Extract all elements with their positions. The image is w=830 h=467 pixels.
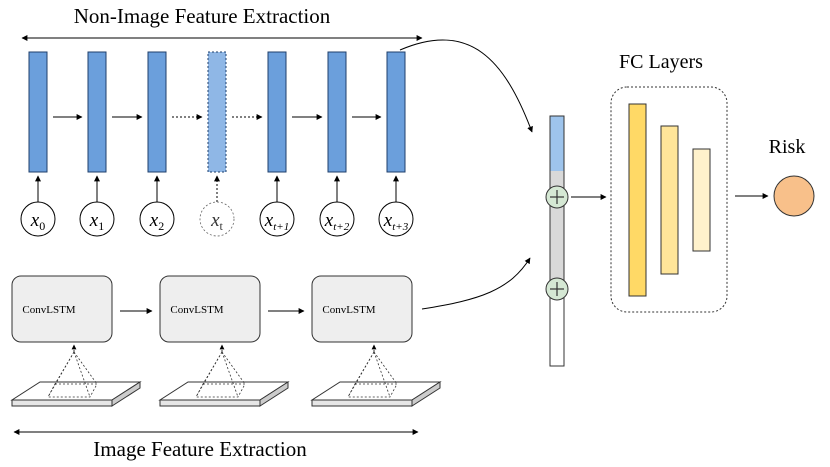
rnn-cell [28, 51, 48, 173]
risk-label: Risk [769, 136, 806, 158]
non-image-title: Non-Image Feature Extraction [74, 4, 331, 28]
input-node [259, 201, 295, 237]
rnn-cell [87, 51, 107, 173]
input-node [79, 201, 115, 237]
receptive-field [47, 383, 98, 398]
receptive-field-ray [221, 351, 246, 385]
input-node [139, 201, 175, 237]
fc-layers-label: FC Layers [619, 51, 703, 73]
fc-layer-2 [660, 125, 679, 275]
fc-layer-3 [692, 148, 711, 252]
input-node [20, 201, 56, 237]
receptive-field-ray [373, 351, 398, 385]
receptive-field [347, 383, 398, 398]
plus-node-bottom [545, 277, 569, 301]
rnn-cell [267, 51, 287, 173]
image-title: Image Feature Extraction [93, 437, 307, 461]
input-node [199, 201, 235, 237]
input-image-slab-side [411, 381, 441, 407]
convlstm-block [311, 275, 413, 343]
receptive-field-ray [73, 351, 98, 385]
plus-node-top [545, 185, 569, 209]
fc-layer-1 [628, 103, 647, 297]
convlstm-label: ConvLSTM [322, 304, 375, 316]
receptive-field [195, 383, 246, 398]
rnn-cell [327, 51, 347, 173]
convlstm-block [159, 275, 261, 343]
concat-vector [549, 115, 565, 367]
convlstm-label: ConvLSTM [170, 304, 223, 316]
input-node [378, 201, 414, 237]
input-image-slab-side [259, 381, 289, 407]
receptive-field-ray [47, 351, 75, 398]
rnn-cells [28, 51, 406, 173]
receptive-field-ray [347, 351, 375, 398]
convlstm-block [11, 275, 113, 343]
input-image-slab-edge [11, 399, 113, 407]
fc-layers-box [610, 86, 728, 313]
non-image-to-concat-arrow [399, 39, 533, 133]
input-node [319, 201, 355, 237]
risk-output-node [773, 175, 815, 217]
input-image-slab-edge [159, 399, 261, 407]
rnn-cell [207, 51, 227, 173]
convlstm-blocks: ConvLSTM ConvLSTM ConvLSTM [10, 275, 442, 407]
input-image-slab-side [111, 381, 141, 407]
rnn-cell [386, 51, 406, 173]
convlstm-label: ConvLSTM [22, 304, 75, 316]
rnn-cell [147, 51, 167, 173]
input-image-slab-edge [311, 399, 413, 407]
receptive-field-ray [195, 351, 223, 398]
image-to-concat-arrow [421, 257, 531, 310]
